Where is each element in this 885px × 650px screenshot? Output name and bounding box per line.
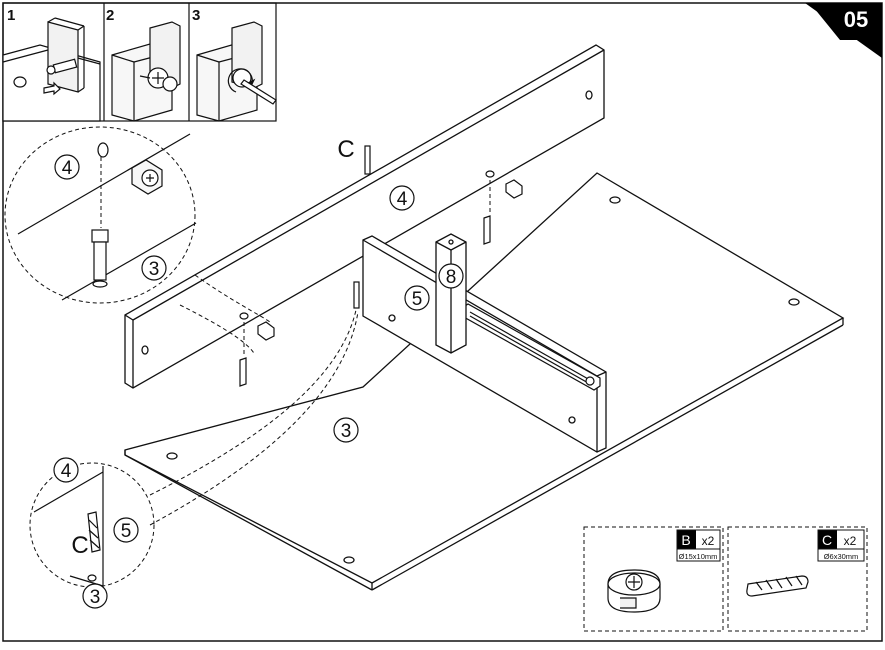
- label-circle-p3: [333, 417, 359, 443]
- substep-1-illustration: [2, 17, 101, 122]
- label-dowel-c-top: C: [337, 136, 354, 163]
- detail-circle-1: [17, 133, 197, 301]
- label-panel-4-top: 4: [397, 189, 408, 210]
- part-b-box: B x2 Ø15x10mm: [676, 529, 721, 562]
- substep-2-label: 2: [106, 7, 114, 24]
- part-8-post: [435, 233, 467, 354]
- part-b-qty: x2: [702, 534, 715, 548]
- step-badge: 05: [805, 3, 882, 58]
- hardware-fittings: [239, 145, 523, 387]
- label-circle-d2-5: [113, 517, 139, 543]
- label-circle-d1-4: [54, 154, 80, 180]
- part-labels: [53, 154, 464, 609]
- substep-3-illustration: [196, 21, 277, 122]
- label-circle-d2-3: [82, 583, 108, 609]
- label-circle-d1-3: [141, 255, 167, 281]
- wooden-dowel-icon: [746, 575, 809, 597]
- label-circle-p5: [404, 285, 430, 311]
- part-c-code: C: [822, 532, 832, 548]
- label-detail2-panel-3: 3: [90, 587, 101, 608]
- label-circle-d2-4: [53, 457, 79, 483]
- step-number: 05: [844, 7, 868, 32]
- substep-2-illustration: [111, 21, 181, 122]
- label-detail2-panel-4: 4: [61, 461, 72, 482]
- label-dowel-c-detail: C: [71, 532, 88, 559]
- label-circle-p8: [438, 263, 464, 289]
- label-detail2-panel-5: 5: [121, 521, 132, 542]
- parts-legend: [583, 526, 868, 632]
- part-b-size: Ø15x10mm: [679, 552, 718, 561]
- substep-3-label: 3: [192, 7, 200, 24]
- label-detail1-panel-4: 4: [62, 158, 73, 179]
- label-panel-3: 3: [341, 421, 352, 442]
- panel-4-back: [124, 44, 605, 389]
- part-b-code: B: [681, 532, 690, 548]
- label-circle-p4-top: [389, 185, 415, 211]
- label-panel-5: 5: [412, 289, 423, 310]
- cam-lock-fitting-icon: [607, 569, 661, 613]
- callout-leaders: [4, 126, 491, 588]
- part-c-size: Ø6x30mm: [824, 552, 859, 561]
- label-part-8: 8: [446, 267, 457, 288]
- label-detail1-panel-3: 3: [149, 259, 160, 280]
- part-c-qty: x2: [844, 534, 857, 548]
- part-c-box: C x2 Ø6x30mm: [817, 529, 865, 562]
- substep-1-label: 1: [7, 7, 15, 24]
